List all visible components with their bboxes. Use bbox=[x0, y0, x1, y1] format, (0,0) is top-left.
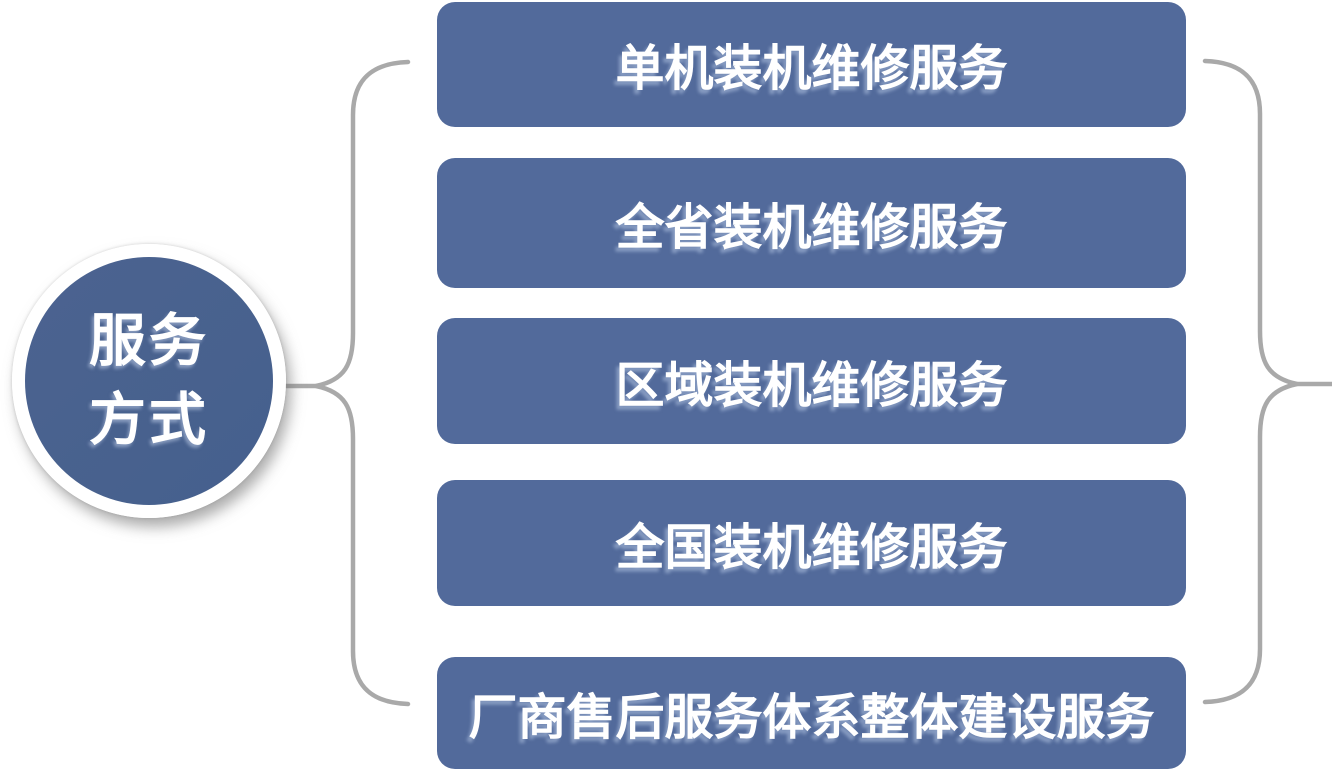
service-box-4: 全国装机维修服务 bbox=[437, 480, 1186, 606]
service-box-2: 全省装机维修服务 bbox=[437, 158, 1186, 288]
center-circle-label-line2: 方式 bbox=[89, 388, 209, 452]
center-circle-label: 服务 方式 bbox=[89, 302, 209, 460]
center-circle: 服务 方式 bbox=[12, 244, 286, 518]
service-box-5: 厂商售后服务体系整体建设服务 bbox=[437, 657, 1186, 769]
center-circle-label-line1: 服务 bbox=[89, 309, 209, 373]
service-box-3: 区域装机维修服务 bbox=[437, 318, 1186, 444]
right-curly-brace-icon bbox=[1202, 58, 1298, 705]
service-box-1: 单机装机维修服务 bbox=[437, 2, 1186, 127]
left-curly-brace-icon bbox=[315, 59, 411, 707]
